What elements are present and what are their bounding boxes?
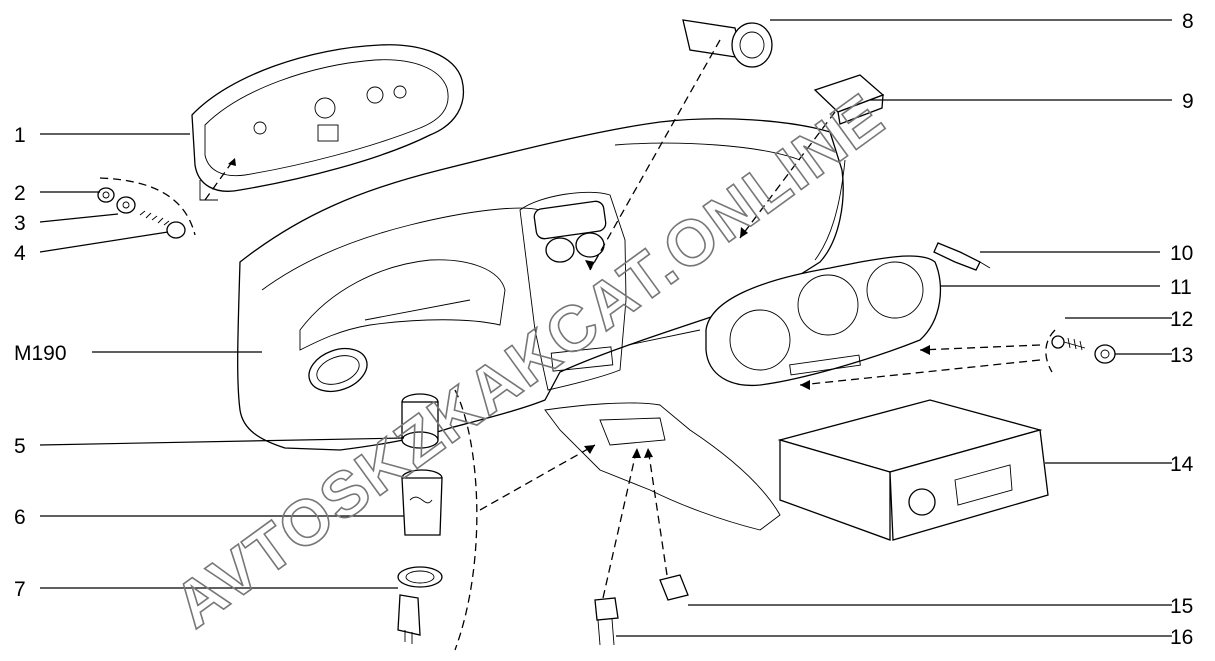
assembly-arc-left xyxy=(99,177,196,236)
callout-12: 12 xyxy=(1170,308,1193,331)
callout-6: 6 xyxy=(14,506,26,529)
nut-13 xyxy=(1094,344,1116,364)
arrow-part-12b xyxy=(799,359,1041,386)
arrow-head xyxy=(920,345,930,355)
arrow-head xyxy=(740,227,748,238)
lighter-socket-7 xyxy=(397,566,443,644)
callout-4: 4 xyxy=(14,242,26,265)
arrow-head xyxy=(800,380,810,390)
arrow-head xyxy=(228,158,236,166)
callout-13: 13 xyxy=(1170,344,1193,367)
screw-12 xyxy=(1051,335,1086,351)
assembly-arc-mid xyxy=(454,389,478,651)
callout-11: 11 xyxy=(1170,276,1192,299)
dashboard-panel xyxy=(237,118,846,531)
connector-16 xyxy=(594,597,619,646)
callout-1: 1 xyxy=(14,124,26,147)
instrument-cluster xyxy=(191,44,464,201)
arrow-head xyxy=(644,448,653,458)
washer-3 xyxy=(116,196,136,214)
arrow-part-8 xyxy=(589,39,721,271)
arrow-part-9 xyxy=(739,111,836,239)
callout-m190: M190 xyxy=(14,342,67,365)
callout-9: 9 xyxy=(1182,90,1194,113)
sensor-10 xyxy=(933,242,991,271)
arrow-head xyxy=(585,260,595,270)
arrow-part-15 xyxy=(647,447,668,576)
arrow-head xyxy=(632,448,641,458)
callout-7: 7 xyxy=(14,578,26,601)
callout-5: 5 xyxy=(14,435,26,458)
callout-10: 10 xyxy=(1170,242,1193,265)
radio-unit-14 xyxy=(777,399,1049,541)
nut-washer-2 xyxy=(97,187,115,203)
switch-9 xyxy=(813,74,885,125)
arrow-head xyxy=(584,445,595,454)
arrow-console xyxy=(479,444,596,511)
callout-16: 16 xyxy=(1170,626,1193,649)
assembly-arc-right xyxy=(1045,329,1056,373)
leader-lines xyxy=(39,19,1172,637)
arrow-cluster xyxy=(204,157,236,201)
screw-spring-4 xyxy=(139,210,186,239)
callout-2: 2 xyxy=(14,182,26,205)
callout-8: 8 xyxy=(1182,10,1194,33)
callout-3: 3 xyxy=(14,212,26,235)
heater-control-panel-11 xyxy=(705,255,942,387)
arrow-part-16 xyxy=(602,447,638,599)
callout-15: 15 xyxy=(1170,595,1193,618)
knob-switch-8 xyxy=(682,19,773,68)
switch-5 xyxy=(401,393,439,449)
connector-15 xyxy=(659,574,689,601)
callout-14: 14 xyxy=(1170,453,1194,476)
arrow-part-12a xyxy=(919,344,1041,351)
